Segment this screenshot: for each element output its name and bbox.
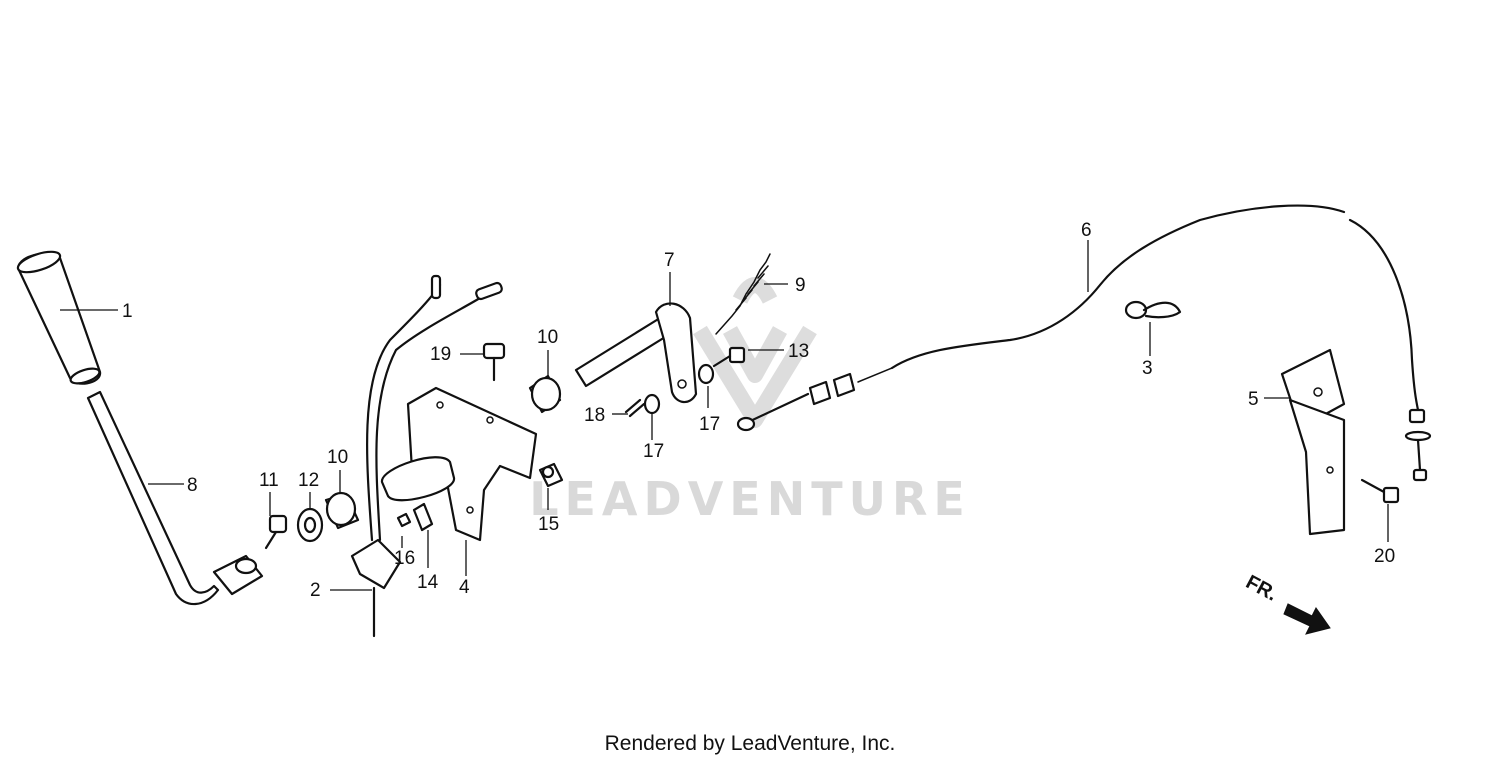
callout-17-right: 17	[699, 414, 720, 435]
part-arm[interactable]	[574, 302, 698, 404]
part-bolt-a[interactable]	[264, 514, 288, 550]
callout-18: 18	[584, 405, 605, 426]
watermark: LEADVENTURE	[529, 277, 971, 526]
front-direction-indicator: FR.	[1242, 571, 1331, 635]
part-washer-b[interactable]	[643, 393, 661, 415]
front-arrow-icon	[1283, 603, 1331, 635]
leader-lines	[60, 240, 1389, 591]
part-pin[interactable]	[624, 398, 646, 418]
callout-20: 20	[1374, 546, 1395, 567]
part-spring[interactable]	[715, 253, 771, 335]
footer-credit: Rendered by LeadVenture, Inc.	[605, 732, 896, 755]
callout-13: 13	[788, 341, 809, 362]
callout-10-upper: 10	[537, 327, 558, 348]
part-cable[interactable]	[736, 204, 1432, 482]
part-bushing-b[interactable]	[528, 374, 562, 414]
callout-3: 3	[1142, 358, 1153, 379]
callout-16: 16	[394, 548, 415, 569]
part-screw[interactable]	[396, 512, 412, 528]
callout-2: 2	[310, 580, 321, 601]
callout-10-lower: 10	[327, 447, 348, 468]
part-switch[interactable]	[350, 274, 503, 638]
part-clip[interactable]	[412, 502, 434, 532]
callout-19: 19	[430, 344, 451, 365]
callout-12: 12	[298, 470, 319, 491]
part-bracket[interactable]	[380, 386, 538, 542]
callout-7: 7	[664, 250, 675, 271]
callout-11: 11	[259, 470, 279, 491]
part-bolt-d[interactable]	[1360, 478, 1400, 504]
part-cable-clip[interactable]	[1124, 300, 1182, 320]
callout-15: 15	[538, 514, 559, 535]
part-lever[interactable]	[86, 390, 264, 606]
watermark-text: LEADVENTURE	[529, 472, 971, 526]
callout-8: 8	[187, 475, 198, 496]
part-washer-c[interactable]	[697, 363, 715, 385]
part-bushing-a[interactable]	[324, 491, 360, 530]
part-bolt-b[interactable]	[482, 342, 506, 382]
callout-4: 4	[459, 577, 470, 598]
front-label: FR.	[1242, 571, 1281, 606]
callout-5: 5	[1248, 389, 1259, 410]
callout-17-left: 17	[643, 441, 664, 462]
callout-14: 14	[417, 572, 439, 593]
part-plate[interactable]	[1280, 348, 1346, 536]
part-nipple[interactable]	[538, 462, 564, 488]
part-grip[interactable]	[16, 248, 102, 387]
part-washer-a[interactable]	[296, 507, 324, 543]
callout-1: 1	[122, 301, 133, 322]
callout-6: 6	[1081, 220, 1092, 241]
part-bolt-c[interactable]	[712, 346, 746, 368]
callout-9: 9	[795, 275, 806, 296]
